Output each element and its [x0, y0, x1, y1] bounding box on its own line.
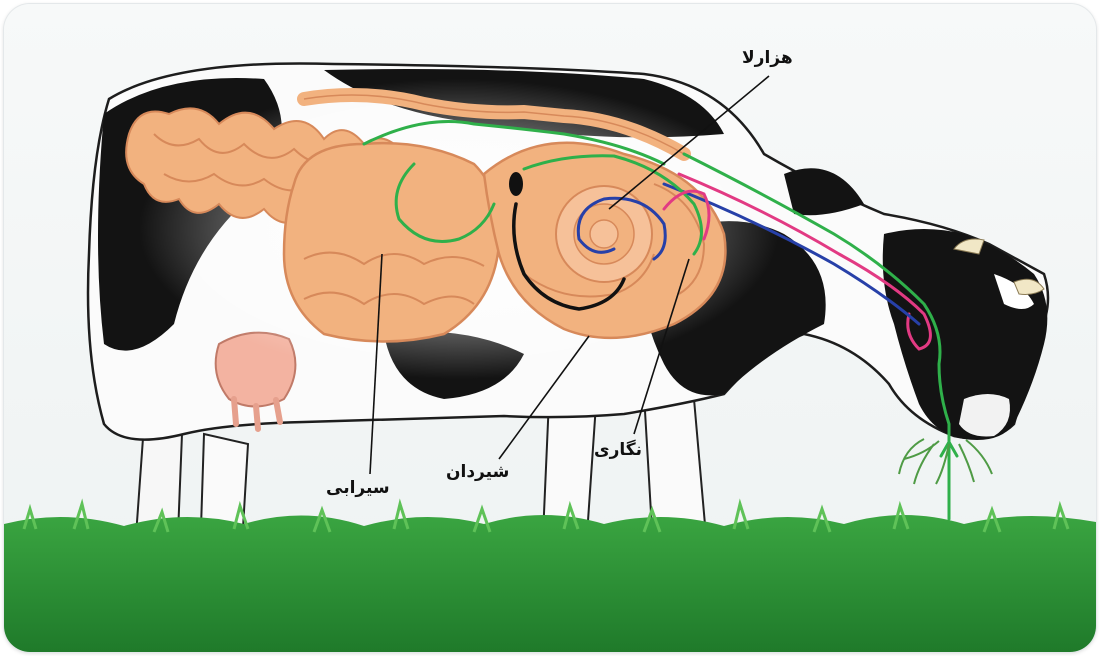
label-rumen: سیرابی [326, 480, 390, 497]
label-abomasum: شیردان [446, 464, 509, 481]
label-omasum: هزارلا [742, 50, 793, 67]
diagram-frame: هزارلا سیرابی شیردان نگاری [4, 4, 1096, 652]
grass-ground [4, 504, 1096, 652]
cow-digestive-system-illustration [4, 4, 1096, 652]
label-reticulum: نگاری [594, 442, 642, 459]
